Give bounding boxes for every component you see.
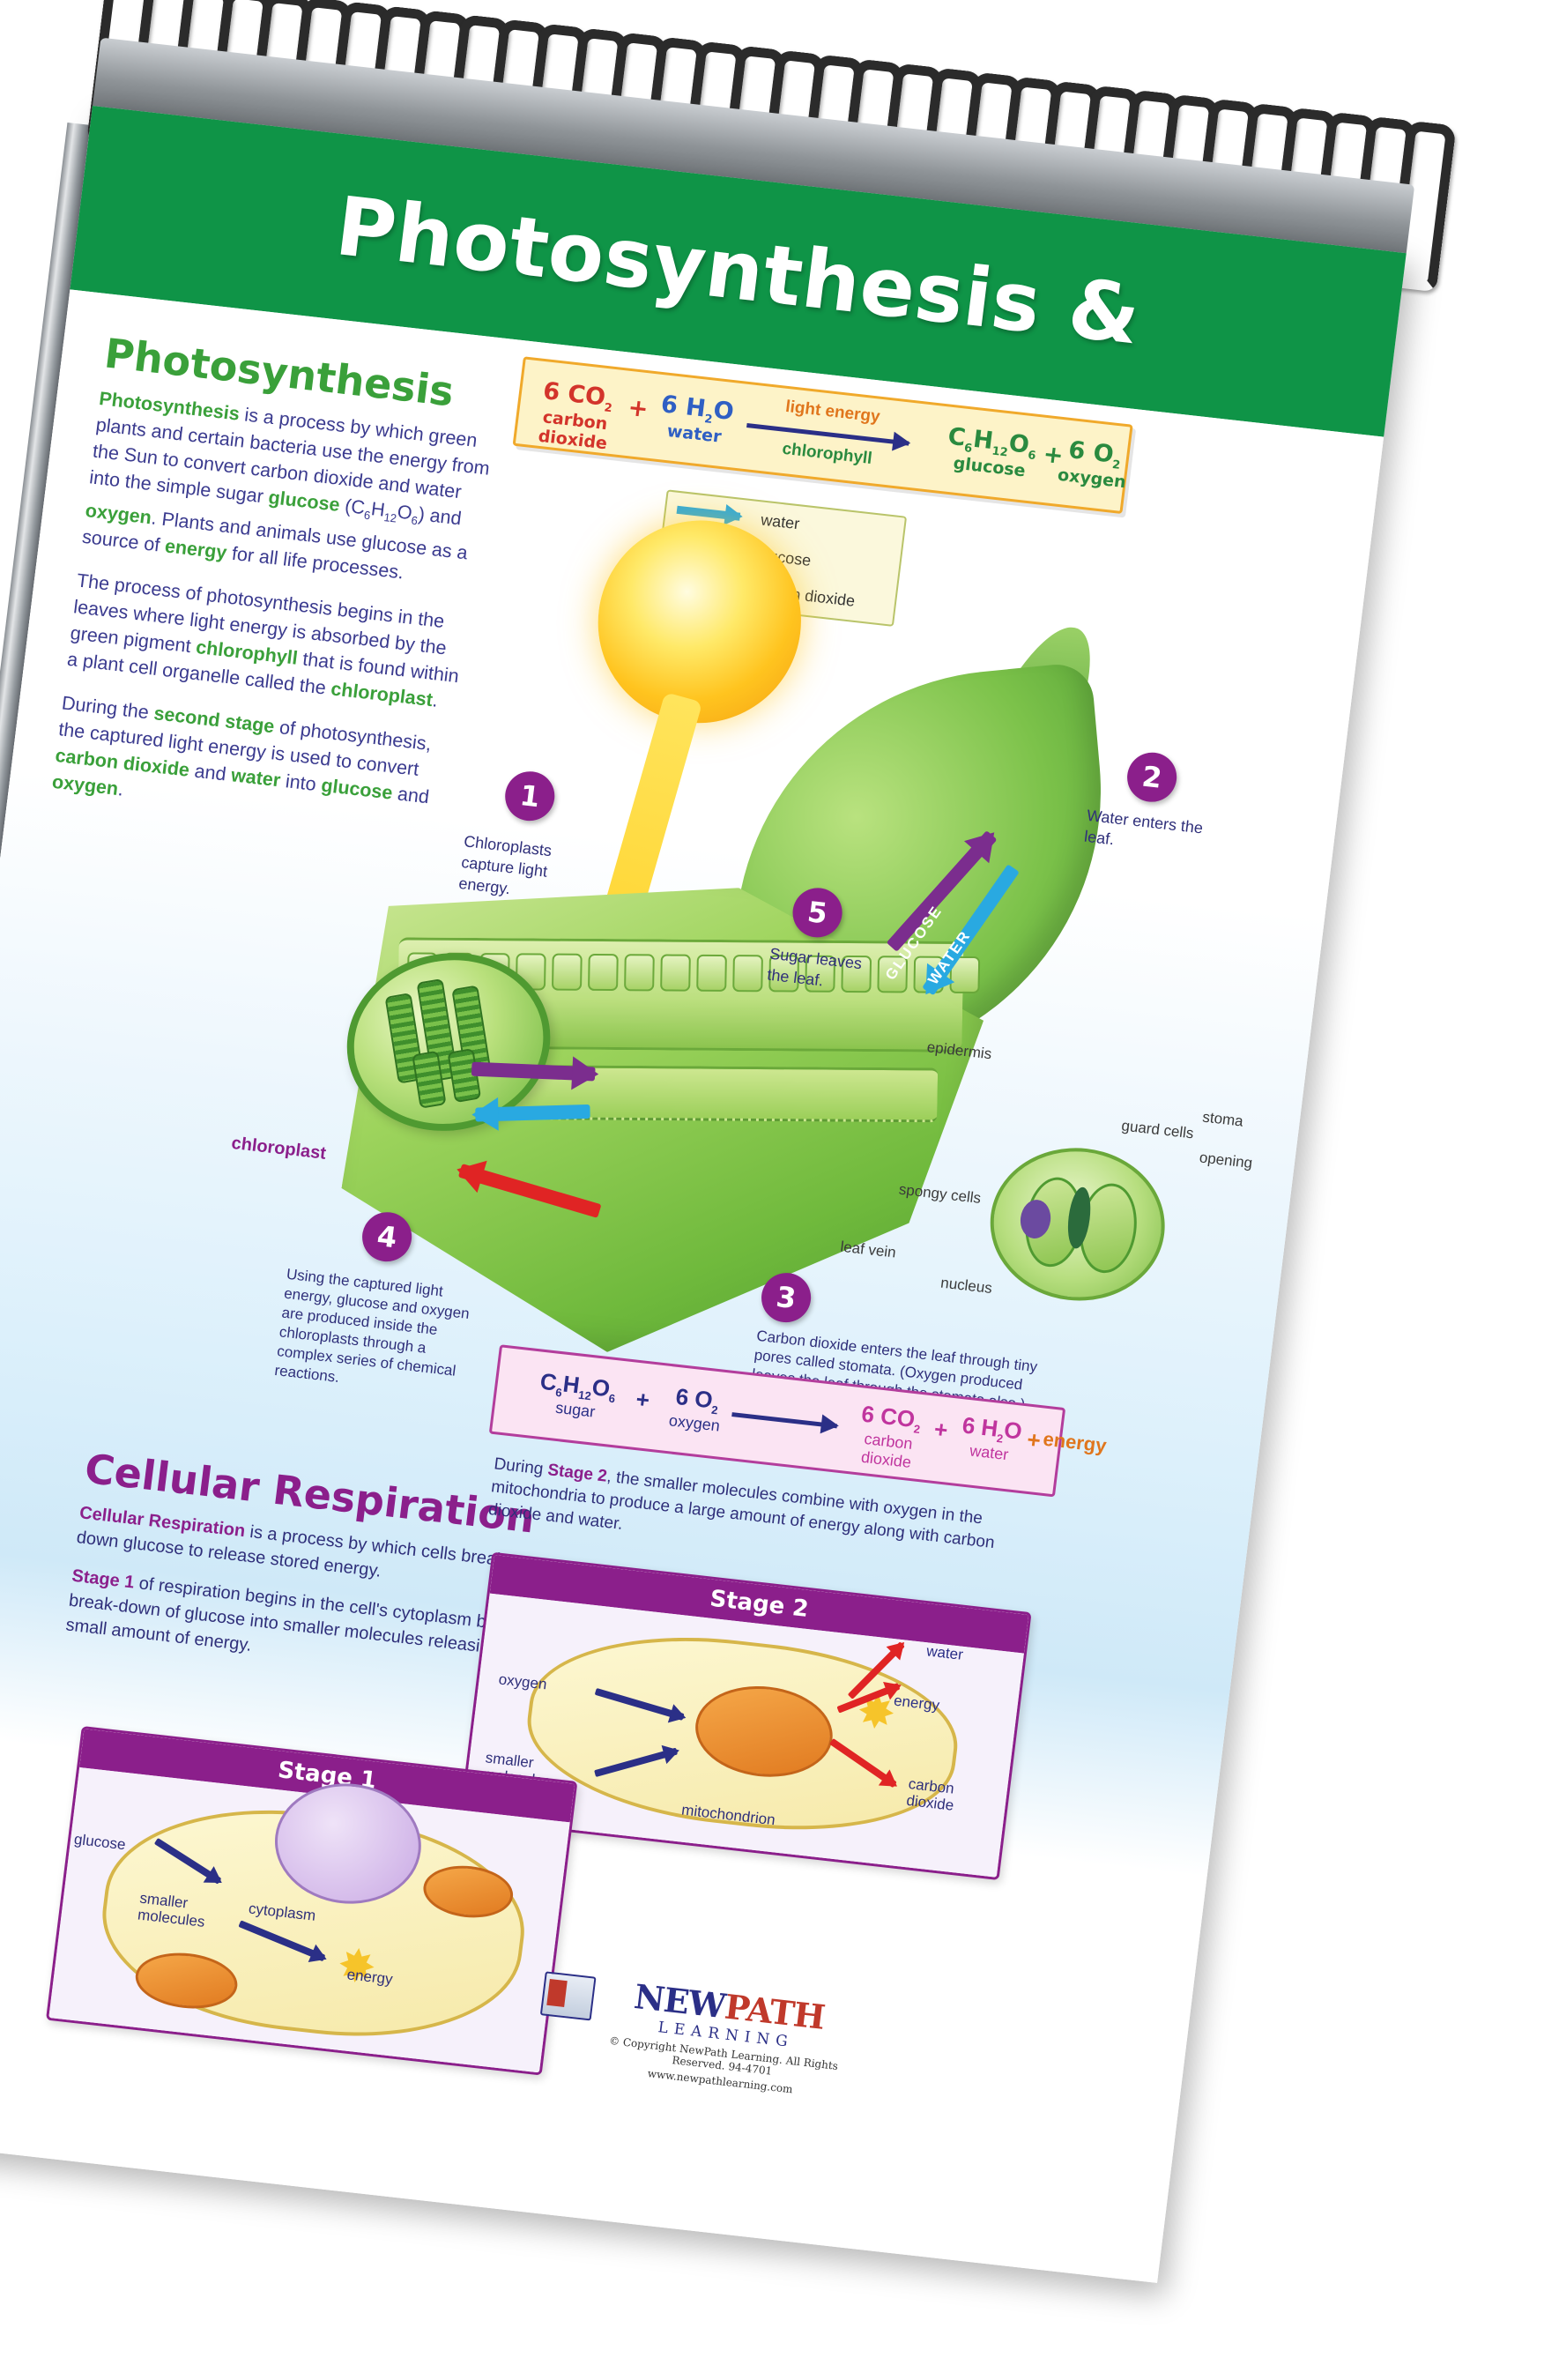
stage1-card: Stage 1 ✸ glucose smaller molecules — [45, 1726, 578, 2076]
epidermis-cell — [551, 953, 583, 991]
eq-reactant-h2o: 6 H2O water — [650, 390, 743, 449]
legend-label-water: water — [760, 510, 801, 533]
epidermis-cell — [732, 955, 763, 993]
flipchart-page: Photosynthesis & Respiration Photosynthe… — [0, 106, 1407, 2283]
kw-glucose-2: glucose — [320, 775, 394, 804]
req-oxygen: 6 O2 oxygen — [654, 1381, 739, 1438]
epidermis-cell — [696, 954, 727, 992]
step-badge-2: 2 — [1124, 749, 1180, 805]
req-reaction-arrow-icon — [731, 1412, 838, 1429]
page-body: Photosynthesis Photosynthesis is a proce… — [0, 289, 1384, 2283]
epidermis-cell — [660, 954, 691, 992]
photosynthesis-paragraph-3: During the second stage of photosynthesi… — [50, 690, 457, 839]
step-text-2: Water enters the leaf. — [1083, 806, 1205, 849]
cr-stage2-text-a: During — [493, 1454, 549, 1480]
para3-text4: into — [278, 770, 323, 796]
para2-text3: . — [431, 689, 440, 712]
kw-energy: energy — [163, 535, 228, 564]
stage2-label-oxygen: oxygen — [497, 1670, 548, 1693]
kw-chloroplast: chloroplast — [330, 678, 434, 711]
step-badge-1: 1 — [502, 769, 558, 824]
label-leaf-vein: leaf vein — [839, 1238, 897, 1261]
req-water: 6 H2O water — [948, 1410, 1033, 1467]
para3-text6: . — [116, 778, 125, 800]
kw-stage-1: Stage 1 — [71, 1566, 136, 1593]
req-plus-2: + — [932, 1415, 950, 1444]
stage1-card-body: ✸ glucose smaller molecules cytoplasm en… — [45, 1766, 570, 2076]
kw-glucose: glucose — [267, 487, 341, 516]
kw-oxygen-2: oxygen — [50, 771, 120, 800]
flipchart-page-wrapper: Photosynthesis & Respiration Photosynthe… — [0, 0, 1457, 2321]
stage1-label-glucose: glucose — [73, 1830, 127, 1854]
kw-water: water — [229, 764, 282, 792]
eq-product-o2: 6 O2 oxygen — [1056, 435, 1132, 493]
stoma-inset-diagram — [981, 1139, 1174, 1310]
para3-text5: and — [390, 783, 431, 808]
kw-stage-2: Stage 2 — [546, 1461, 608, 1486]
kw-oxygen: oxygen — [84, 500, 153, 529]
label-nucleus: nucleus — [939, 1274, 993, 1298]
para3-text1: During the — [60, 692, 156, 725]
newpath-logo: NEWPATH LEARNING © Copyright NewPath Lea… — [539, 1971, 863, 2102]
step-text-1: Chloroplasts capture light energy. — [457, 832, 553, 898]
photosynthesis-paragraph-1: Photosynthesis is a process by which gre… — [80, 385, 494, 594]
label-opening: opening — [1198, 1149, 1254, 1172]
req-energy: energy — [1042, 1427, 1108, 1457]
photosynthesis-paragraph-2: The process of photosynthesis begins in … — [65, 568, 472, 717]
book-icon — [539, 1971, 597, 2021]
epidermis-cell — [624, 954, 655, 992]
stage2-label-water: water — [925, 1642, 964, 1663]
eq-plus-1: + — [626, 393, 650, 424]
req-co2: 6 CO2 carbon dioxide — [841, 1399, 937, 1475]
req-plus-3: + — [1025, 1425, 1043, 1454]
req-plus-1: + — [635, 1385, 651, 1414]
req-sugar: C6H12O6 sugar — [508, 1365, 646, 1427]
step-text-4: Using the captured light energy, glucose… — [273, 1265, 471, 1387]
label-stoma: stoma — [1201, 1108, 1244, 1130]
stage2-label-carbon-dioxide: carbon dioxide — [905, 1775, 956, 1814]
water-arrow-icon — [676, 505, 741, 521]
eq-product-glucose: C6H12O6 glucose — [923, 420, 1060, 485]
epidermis-cell — [588, 953, 619, 992]
label-guard-cells: guard cells — [1120, 1117, 1195, 1142]
eq-reactant-co2: 6 CO2 carbon dioxide — [528, 376, 624, 455]
photosynthesis-text-column: Photosynthesis Photosynthesis is a proce… — [48, 329, 502, 856]
para3-text3: and — [188, 760, 233, 786]
cellular-respiration-text-column: Cellular Respiration Cellular Respiratio… — [63, 1445, 544, 1702]
